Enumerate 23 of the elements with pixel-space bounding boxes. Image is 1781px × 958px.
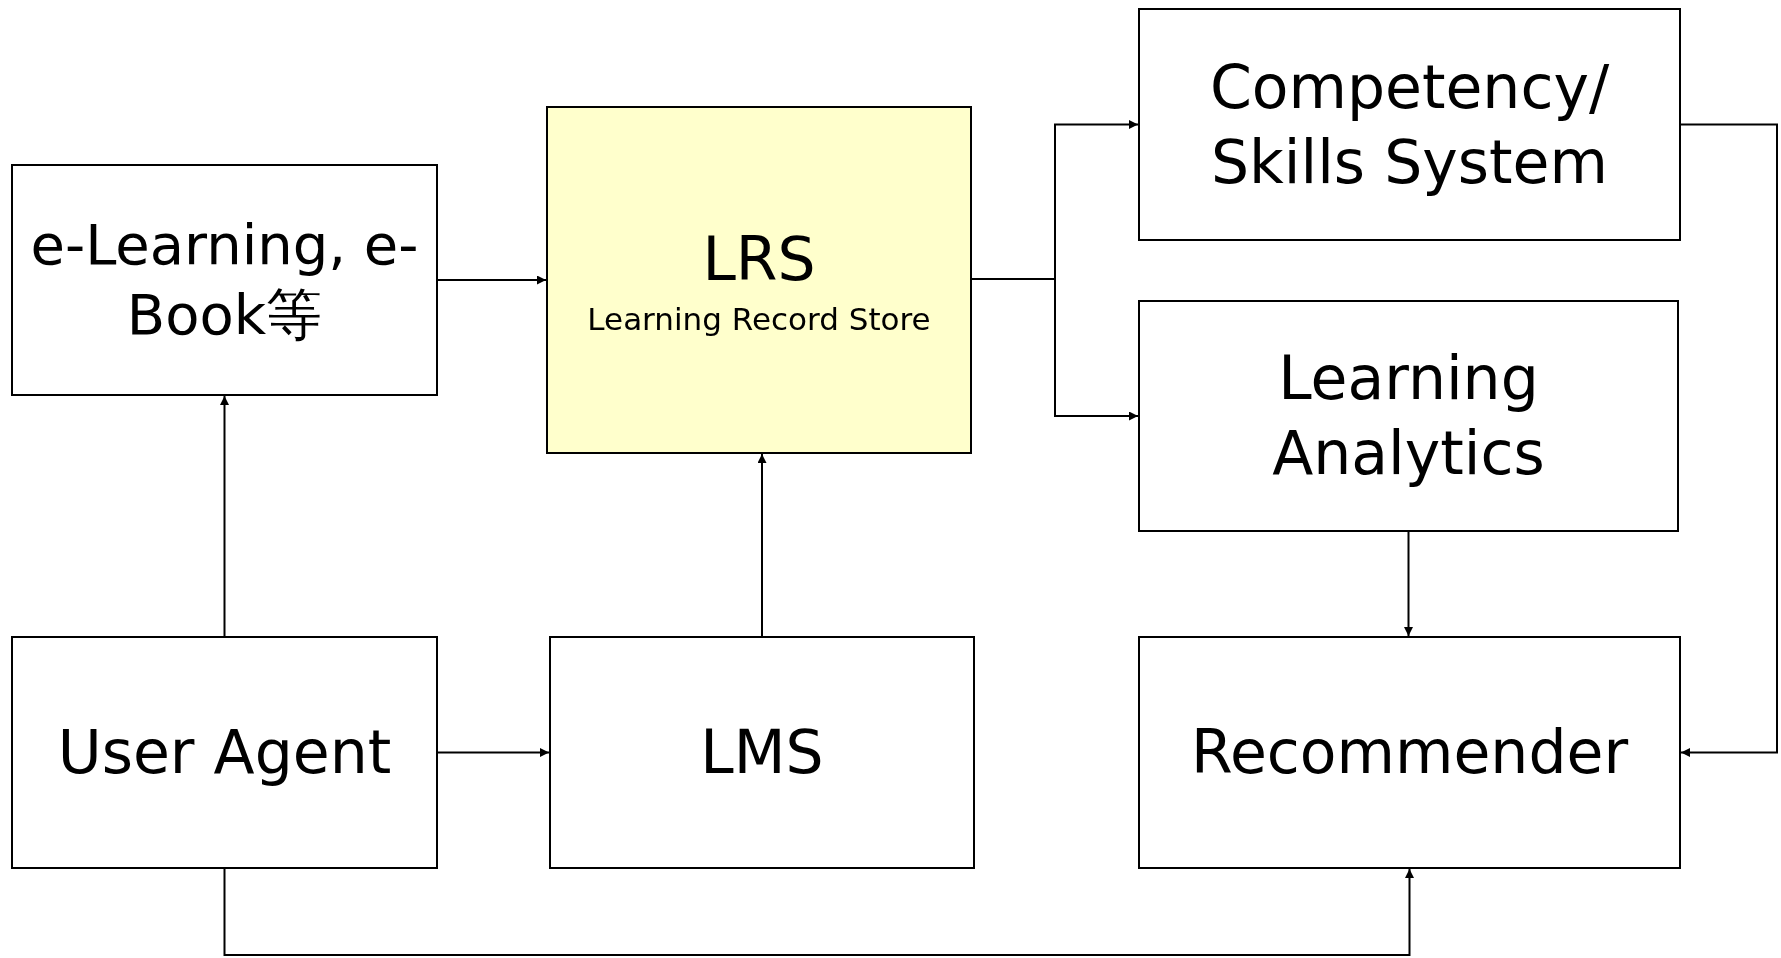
arrow	[971, 278, 1139, 421]
node-subtitle: Learning Record Store	[587, 300, 931, 339]
node-title: User Agent	[57, 716, 392, 789]
recommender-box	[1138, 636, 1681, 869]
node-title: LMS	[700, 716, 824, 789]
arrow	[220, 395, 229, 637]
content-box	[11, 164, 438, 396]
node-title: Learning Analytics	[1271, 342, 1546, 490]
arrow	[437, 275, 547, 285]
node-title: Competency/ Skills System	[1208, 50, 1611, 199]
node-title: Recommender	[1190, 716, 1629, 789]
node-title: LRS	[702, 222, 816, 296]
system-box	[1138, 8, 1681, 241]
arrow	[1680, 123, 1778, 757]
analytics-box	[1138, 300, 1679, 532]
arrow	[223, 868, 1414, 956]
arrow	[437, 748, 550, 757]
store-box	[546, 106, 972, 454]
node-title: e-Learning, e-Book等	[29, 211, 420, 349]
arrow	[757, 453, 767, 637]
arrow	[1404, 531, 1413, 637]
lms-box	[549, 636, 975, 869]
agent-box	[11, 636, 438, 869]
